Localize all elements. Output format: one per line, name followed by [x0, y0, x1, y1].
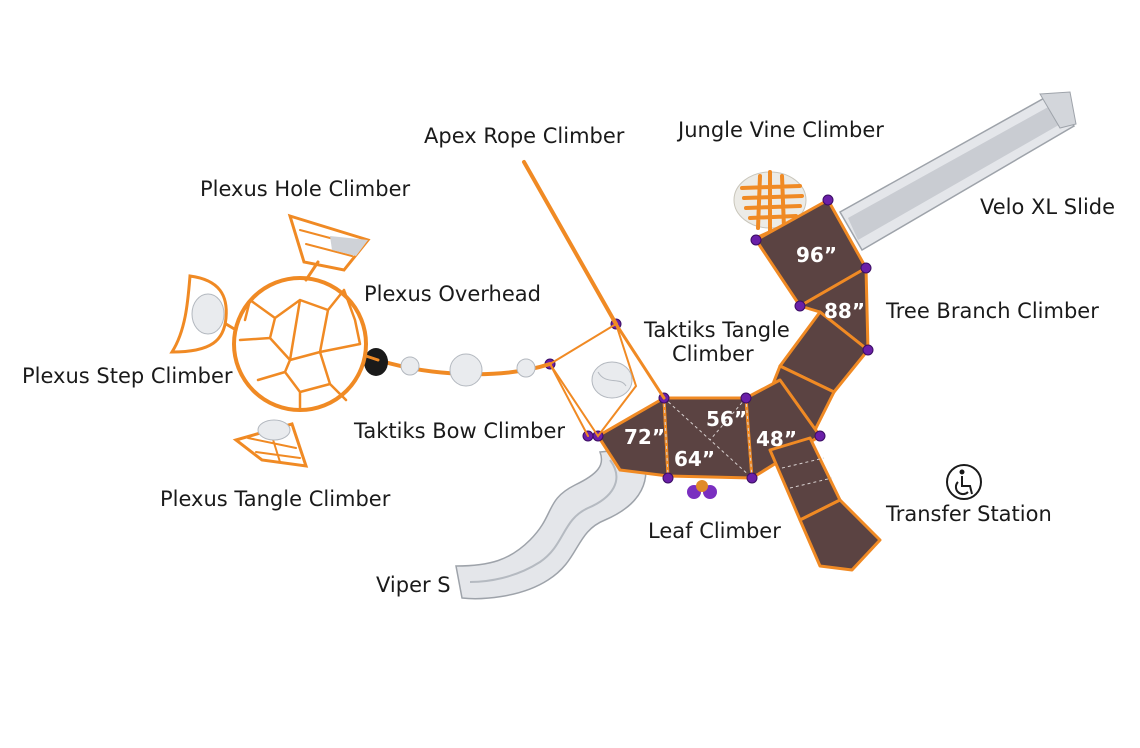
velo-xl-slide: [838, 91, 1077, 252]
transfer-station-ramp: [768, 436, 882, 572]
label-transfer-station: Transfer Station: [885, 502, 1052, 526]
label-taktiks-bow-climber: Taktiks Bow Climber: [353, 419, 565, 443]
component-labels: Apex Rope Climber Jungle Vine Climber Ve…: [22, 118, 1115, 597]
label-velo-xl-slide: Velo XL Slide: [980, 195, 1115, 219]
taktiks-tangle-climber: [548, 322, 638, 438]
label-tree-branch-climber: Tree Branch Climber: [885, 299, 1099, 323]
plexus-overhead: [232, 276, 380, 412]
label-plexus-step-climber: Plexus Step Climber: [22, 364, 233, 388]
deck-72-label: 72”: [624, 425, 665, 449]
label-plexus-overhead: Plexus Overhead: [364, 282, 541, 306]
apex-rope-climber: [522, 160, 666, 400]
deck-heights: 96” 88” 72” 64” 56” 48”: [624, 243, 865, 471]
label-taktiks-tangle-climber-line1: Taktiks Tangle: [643, 318, 790, 342]
deck-64-label: 64”: [674, 447, 715, 471]
label-leaf-climber: Leaf Climber: [648, 519, 781, 543]
plexus-tangle-climber: [232, 419, 309, 468]
viper-s-slide: [455, 447, 647, 600]
deck-96-label: 96”: [796, 243, 837, 267]
plexus-hole-climber: [287, 213, 371, 282]
deck-48-label: 48”: [756, 427, 797, 451]
deck-56-label: 56”: [706, 407, 747, 431]
deck-88-label: 88”: [824, 299, 865, 323]
wheelchair-icon: [946, 464, 982, 500]
leaf-climber: [687, 480, 717, 499]
plexus-step-climber: [169, 274, 238, 354]
label-jungle-vine-climber: Jungle Vine Climber: [676, 118, 884, 142]
taktiks-bow-climber: [364, 348, 552, 387]
label-taktiks-tangle-climber-line2: Climber: [672, 342, 754, 366]
label-apex-rope-climber: Apex Rope Climber: [424, 124, 625, 148]
label-viper-s: Viper S: [376, 573, 451, 597]
label-plexus-tangle-climber: Plexus Tangle Climber: [160, 487, 391, 511]
label-plexus-hole-climber: Plexus Hole Climber: [200, 177, 411, 201]
